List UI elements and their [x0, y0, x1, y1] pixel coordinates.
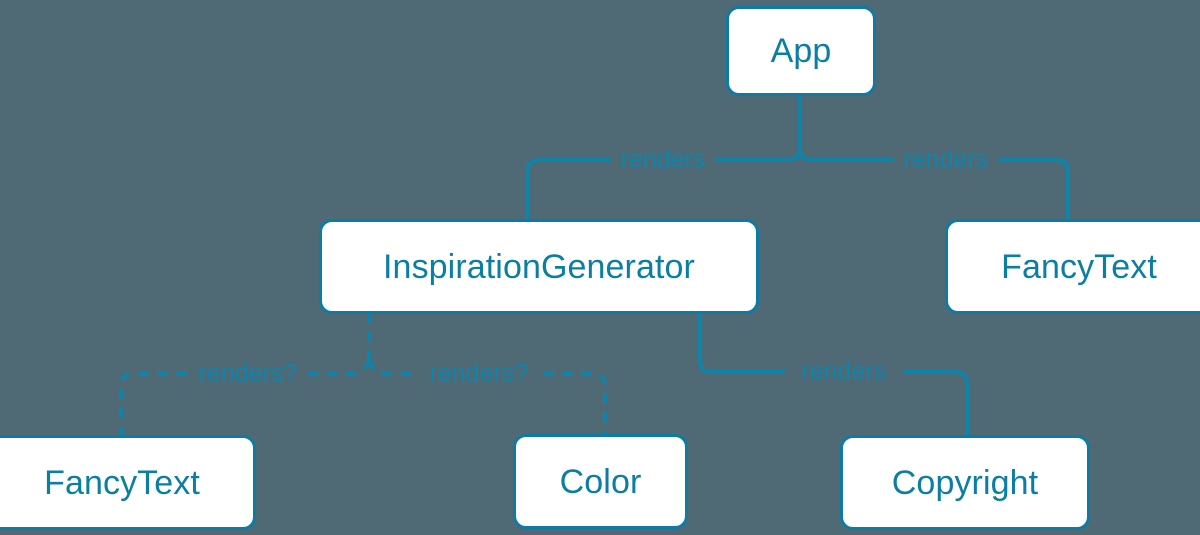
edge-label-app-inspirationgenerator: renders: [611, 147, 715, 173]
node-copyright-label: Copyright: [891, 463, 1039, 502]
node-fancytext-right-label: FancyText: [1001, 247, 1157, 286]
edge-label-inspirationgenerator-copyright: renders: [792, 359, 896, 385]
node-app[interactable]: App: [726, 6, 876, 96]
node-fancytext-right[interactable]: FancyText: [945, 219, 1200, 314]
edge-label-inspirationgenerator-fancytext-left: renders?: [189, 361, 307, 387]
edge-app-inspirationgenerator: [525, 158, 612, 221]
edge-inspirationgenerator-copyright: [698, 312, 786, 374]
edge-app-stem-left: [715, 146, 802, 162]
edge-app-fancytext-right: [998, 158, 1070, 221]
edge-label-app-fancytext-right: renders: [894, 147, 998, 173]
node-fancytext-left[interactable]: FancyText: [0, 435, 256, 530]
node-color-label: Color: [559, 462, 642, 501]
edge-label-inspirationgenerator-color: renders?: [420, 361, 538, 387]
node-app-label: App: [770, 32, 832, 70]
edge-app-stem: [798, 94, 894, 162]
edge-inspirationgenerator-copyright-drop: [903, 370, 969, 437]
node-inspirationgenerator[interactable]: InspirationGenerator: [319, 219, 759, 314]
edge-inspirationgenerator-color-drop: [543, 372, 607, 436]
edge-inspirationgenerator-color: [367, 360, 415, 376]
edge-inspirationgenerator-fancytext-left-drop: [119, 372, 187, 437]
node-inspirationgenerator-label: InspirationGenerator: [383, 247, 695, 286]
node-fancytext-left-label: FancyText: [44, 463, 200, 502]
node-color[interactable]: Color: [513, 434, 688, 529]
node-copyright[interactable]: Copyright: [840, 435, 1090, 530]
edge-inspirationgenerator-fancytext-left: [183, 360, 371, 376]
